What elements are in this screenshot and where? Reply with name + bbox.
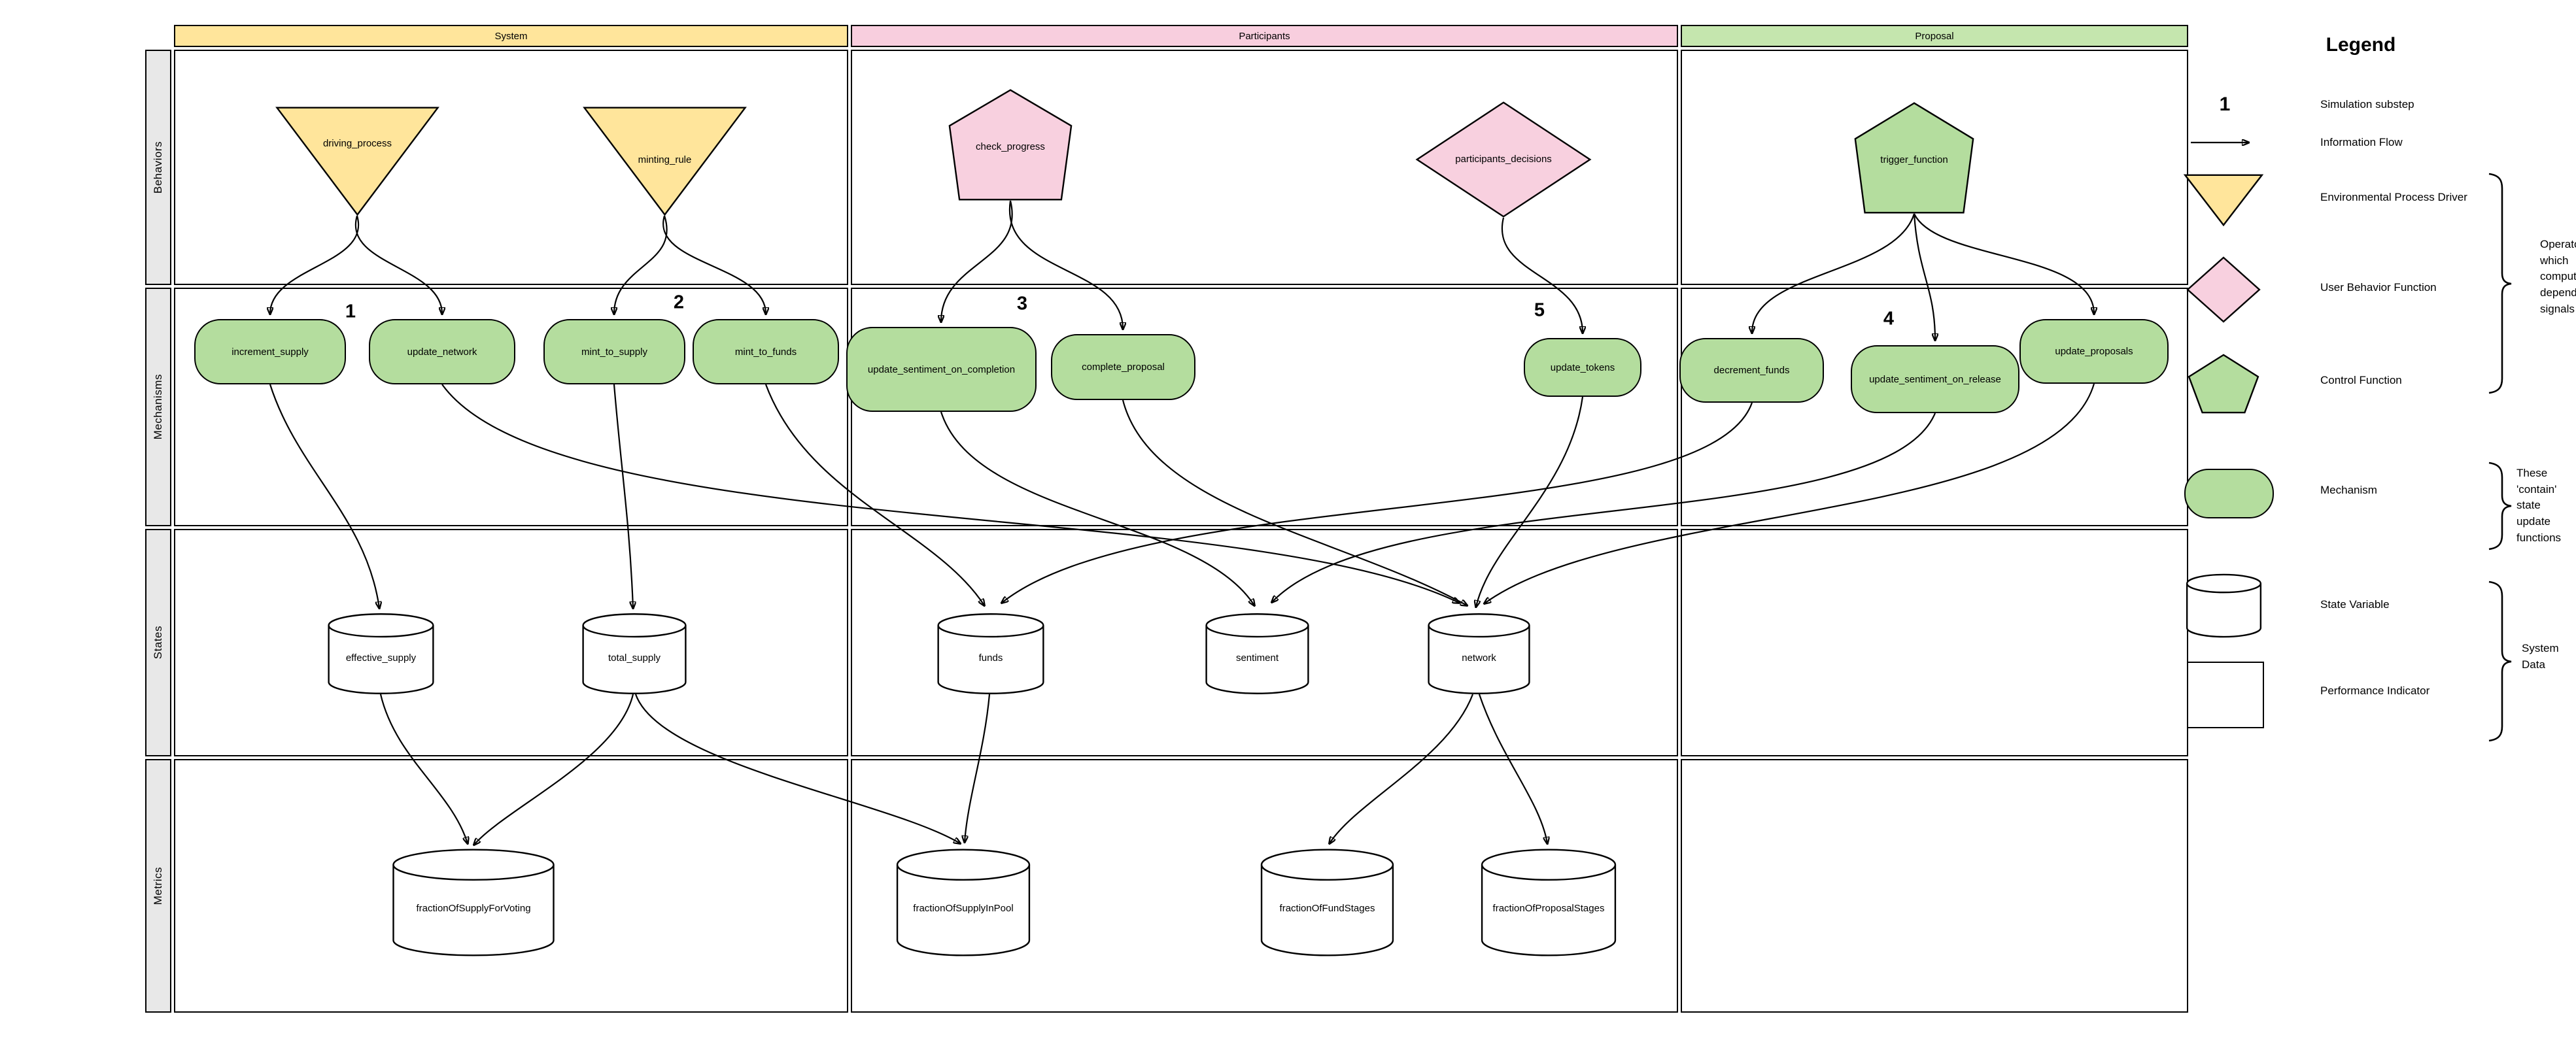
node-update-proposals[interactable]: update_proposals <box>2019 319 2169 384</box>
cell-states-proposal <box>1681 529 2188 756</box>
node-trigger-function[interactable]: trigger_function <box>1854 102 1974 214</box>
legend-label-simulation-substep: Simulation substep <box>2320 98 2414 110</box>
node-increment-supply[interactable]: increment_supply <box>194 319 346 384</box>
legend-brace-contain <box>2488 462 2512 550</box>
legend-label-control-function: Control Function <box>2320 374 2402 386</box>
lane-label-mechanisms: Mechanisms <box>145 288 171 526</box>
legend-control-function-icon <box>2188 354 2259 413</box>
node-label: fractionOfSupplyInPool <box>913 903 1014 915</box>
legend-label-mechanism: Mechanism <box>2320 484 2377 496</box>
legend-label-information-flow: Information Flow <box>2320 136 2403 148</box>
legend-brace-operators <box>2488 173 2512 394</box>
node-label: funds <box>978 652 1003 664</box>
node-label: sentiment <box>1235 652 1279 664</box>
node-label: participants_decisions <box>1455 153 1552 165</box>
pentagon-icon <box>1854 102 1974 214</box>
cylinder-icon <box>896 849 1031 956</box>
node-decrement-funds[interactable]: decrement_funds <box>1679 338 1824 403</box>
legend-performance-indicator-icon <box>2187 662 2264 728</box>
legend-substep-symbol: 1 <box>2219 93 2231 115</box>
node-fraction-of-supply-for-voting[interactable]: fractionOfSupplyForVoting <box>392 849 555 956</box>
substep-2: 2 <box>673 292 685 313</box>
legend-note-contain: These 'contain' state update functions <box>2516 467 2562 544</box>
node-label: fractionOfFundStages <box>1279 903 1375 915</box>
node-mint-to-supply[interactable]: mint_to_supply <box>543 319 685 384</box>
legend-label-state-variable: State Variable <box>2320 598 2390 611</box>
node-driving-process[interactable]: driving_process <box>275 107 439 216</box>
column-header-proposal: Proposal <box>1681 25 2188 47</box>
pentagon-icon <box>948 89 1073 201</box>
node-complete-proposal[interactable]: complete_proposal <box>1051 334 1195 400</box>
cell-states-system <box>174 529 848 756</box>
node-check-progress[interactable]: check_progress <box>948 89 1073 201</box>
column-header-participants: Participants <box>851 25 1678 47</box>
legend-brace-system-data <box>2488 581 2512 742</box>
cylinder-icon <box>1428 613 1530 694</box>
node-label: effective_supply <box>345 652 417 664</box>
substep-5: 5 <box>1534 299 1545 321</box>
node-mint-to-funds[interactable]: mint_to_funds <box>693 319 839 384</box>
column-header-participants-label: Participants <box>1239 30 1290 42</box>
cylinder-icon <box>1260 849 1394 956</box>
node-label: driving_process <box>322 137 392 149</box>
diamond-icon <box>1415 101 1592 218</box>
substep-1: 1 <box>345 301 356 322</box>
lane-label-behaviors: Behaviors <box>145 50 171 285</box>
inverted-triangle-icon <box>583 107 747 216</box>
cylinder-icon <box>1205 613 1309 694</box>
node-total-supply[interactable]: total_supply <box>582 613 687 694</box>
column-header-system-label: System <box>494 30 528 42</box>
legend-user-behavior-function-icon <box>2187 257 2260 322</box>
corner-spacer <box>145 25 171 47</box>
node-funds[interactable]: funds <box>937 613 1044 694</box>
lane-label-states: States <box>145 529 171 756</box>
node-label: trigger_function <box>1880 154 1948 165</box>
node-fraction-of-proposal-stages[interactable]: fractionOfProposalStages <box>1481 849 1617 956</box>
node-label: fractionOfSupplyForVoting <box>416 903 531 915</box>
node-label: minting_rule <box>638 154 692 165</box>
node-label: total_supply <box>608 652 661 664</box>
substep-4: 4 <box>1883 308 1895 329</box>
node-network[interactable]: network <box>1428 613 1530 694</box>
cylinder-icon <box>328 613 434 694</box>
cylinder-icon <box>582 613 687 694</box>
node-label: check_progress <box>976 141 1045 152</box>
cylinder-icon <box>1481 849 1617 956</box>
substep-3: 3 <box>1016 293 1028 314</box>
legend-note-operators: Operators which compute state dependent … <box>2540 238 2576 315</box>
node-fraction-of-supply-in-pool[interactable]: fractionOfSupplyInPool <box>896 849 1031 956</box>
node-effective-supply[interactable]: effective_supply <box>328 613 434 694</box>
node-sentiment[interactable]: sentiment <box>1205 613 1309 694</box>
cell-metrics-proposal <box>1681 759 2188 1013</box>
node-update-tokens[interactable]: update_tokens <box>1524 338 1641 397</box>
node-participants-decisions[interactable]: participants_decisions <box>1415 101 1592 218</box>
legend-environmental-process-driver-icon <box>2184 175 2263 226</box>
node-label: network <box>1462 652 1496 664</box>
column-header-system: System <box>174 25 848 47</box>
node-fraction-of-fund-stages[interactable]: fractionOfFundStages <box>1260 849 1394 956</box>
inverted-triangle-icon <box>275 107 439 216</box>
node-minting-rule[interactable]: minting_rule <box>583 107 747 216</box>
column-header-proposal-label: Proposal <box>1915 30 1954 42</box>
lane-label-metrics: Metrics <box>145 759 171 1013</box>
legend-label-environmental-process-driver: Environmental Process Driver <box>2320 191 2467 203</box>
legend-note-system-data: System Data <box>2522 642 2559 671</box>
node-label: fractionOfProposalStages <box>1492 903 1605 915</box>
legend-label-performance-indicator: Performance Indicator <box>2320 684 2430 697</box>
legend-state-variable-icon <box>2186 574 2261 637</box>
node-update-sentiment-on-release[interactable]: update_sentiment_on_release <box>1851 345 2019 413</box>
cylinder-icon <box>392 849 555 956</box>
node-update-network[interactable]: update_network <box>369 319 515 384</box>
legend-label-user-behavior-function: User Behavior Function <box>2320 281 2437 294</box>
legend-mechanism-icon <box>2184 469 2274 518</box>
cylinder-icon <box>937 613 1044 694</box>
legend-title: Legend <box>2326 34 2396 56</box>
node-update-sentiment-on-completion[interactable]: update_sentiment_on_completion <box>846 327 1037 412</box>
